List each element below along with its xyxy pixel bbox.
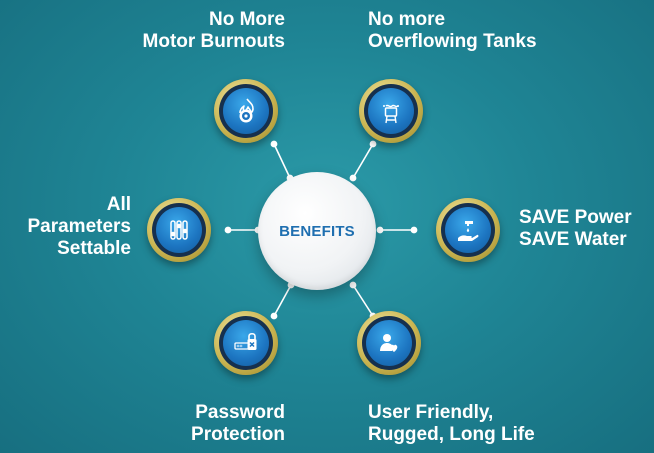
badge-motor: [214, 79, 278, 143]
sliders-icon: [170, 220, 188, 240]
motor-flame-icon: [239, 98, 254, 123]
connector-motor: [273, 143, 291, 179]
label-friendly: User Friendly, Rugged, Long Life: [368, 402, 535, 445]
connector-overflow: [352, 143, 374, 179]
badge-params: [147, 198, 211, 262]
badge-save: [436, 198, 500, 262]
label-params: All Parameters Settable: [27, 194, 131, 259]
svg-text:**: **: [237, 344, 243, 351]
badge-overflow: [359, 79, 423, 143]
water-tank-icon: [383, 104, 399, 124]
benefits-hub: BENEFITS: [258, 172, 376, 290]
connector-password: [273, 284, 292, 317]
tap-hand-icon: [458, 221, 479, 241]
badge-password: **: [214, 311, 278, 375]
password-lock-icon: **: [234, 332, 257, 351]
user-heart-icon: [380, 334, 398, 352]
hub-label: BENEFITS: [279, 222, 355, 240]
badge-friendly: [357, 311, 421, 375]
connector-friendly: [352, 284, 374, 317]
label-password: Password Protection: [191, 402, 285, 445]
label-overflow: No more Overflowing Tanks: [368, 9, 537, 52]
label-save: SAVE Power SAVE Water: [519, 207, 632, 250]
label-motor: No More Motor Burnouts: [142, 9, 285, 52]
